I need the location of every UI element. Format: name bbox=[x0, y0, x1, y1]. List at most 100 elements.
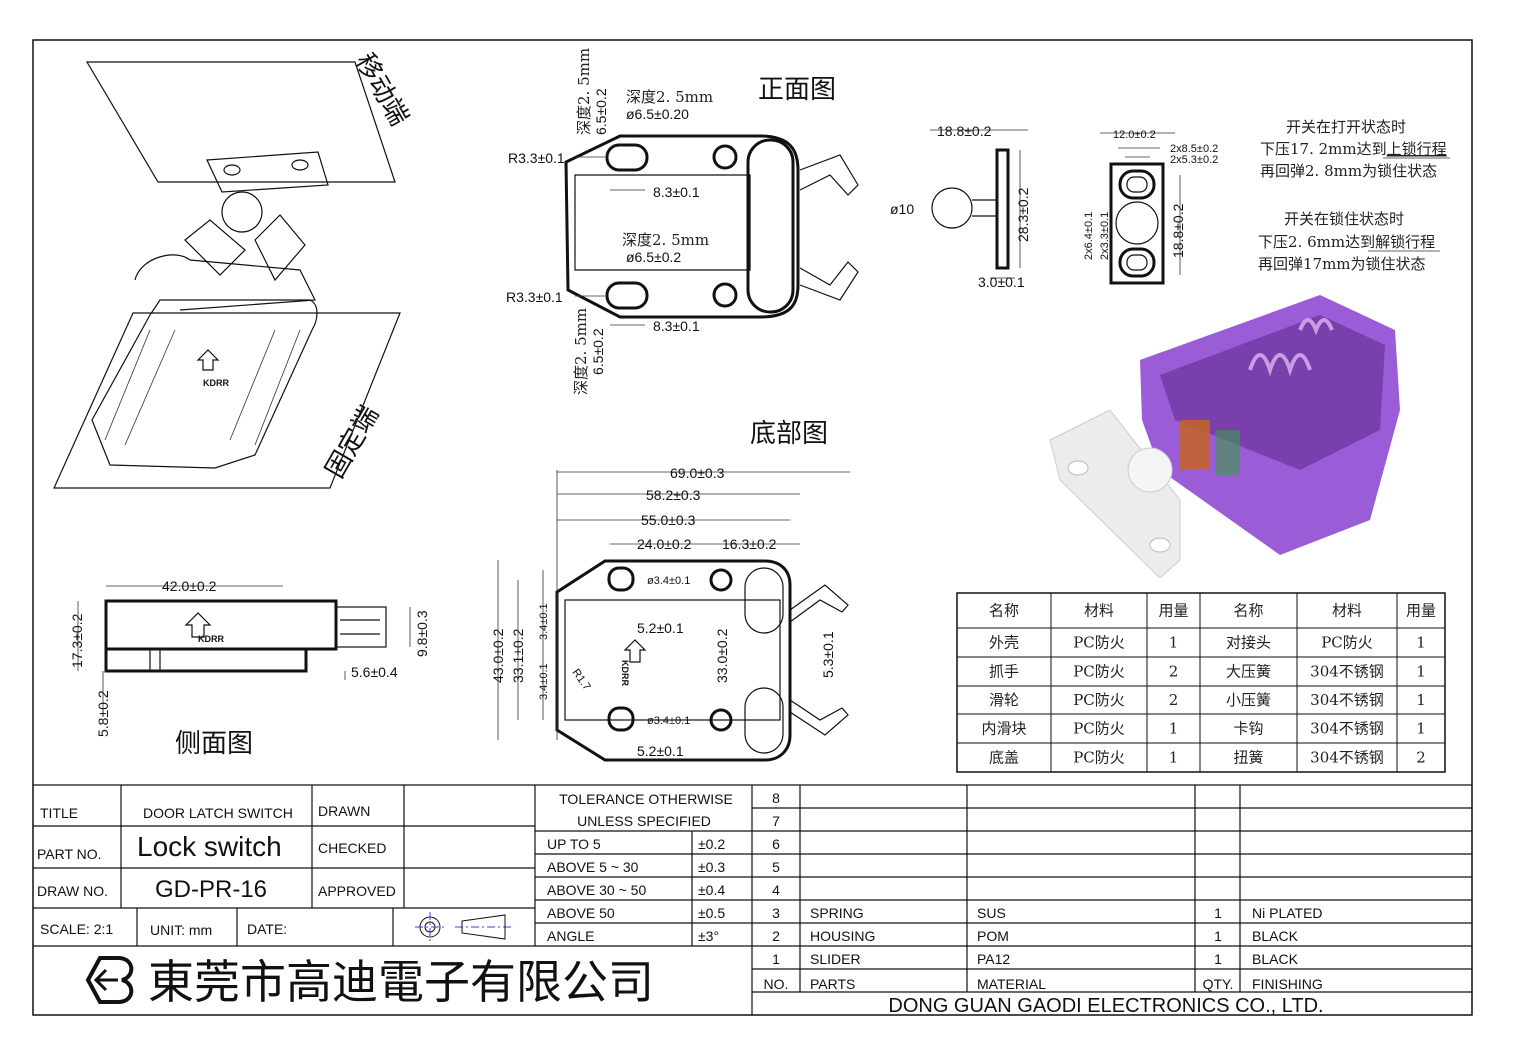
side-view: KDRR 42.0±0.2 17.3±0.2 5.8±0.2 9.8±0.3 5… bbox=[69, 578, 430, 759]
front-outline bbox=[564, 134, 800, 319]
parts-header: MATERIAL bbox=[977, 976, 1046, 992]
bom-cell: 2 bbox=[1416, 749, 1426, 767]
tolerance-value: ±0.5 bbox=[698, 905, 725, 921]
tolerance-row: UP TO 5±0.2 bbox=[547, 836, 725, 852]
bom-cell: PC防火 bbox=[1073, 663, 1125, 681]
parts-row: 8 bbox=[772, 790, 780, 806]
catch-ball-side bbox=[931, 187, 973, 229]
bom-cell: 1 bbox=[1416, 663, 1426, 681]
catch-plate-side bbox=[995, 148, 1010, 270]
svg-text:69.0±0.3: 69.0±0.3 bbox=[670, 465, 725, 481]
bom-cell: PC防火 bbox=[1321, 634, 1373, 652]
fixed-panel bbox=[53, 312, 401, 489]
parts-cell: BLACK bbox=[1252, 951, 1299, 967]
title-block: TITLE DOOR LATCH SWITCH PART NO. Lock sw… bbox=[33, 784, 1472, 1017]
svg-text:深度2. 5mm: 深度2. 5mm bbox=[626, 88, 713, 106]
moving-panel bbox=[85, 61, 396, 183]
parts-cell: Ni PLATED bbox=[1252, 905, 1323, 921]
svg-text:3.4±0.1: 3.4±0.1 bbox=[538, 663, 550, 700]
svg-text:12.0±0.2: 12.0±0.2 bbox=[1113, 129, 1156, 141]
kdrr-logo-icon bbox=[196, 349, 220, 371]
bom-cell: 滑轮 bbox=[989, 691, 1019, 709]
svg-text:6.5±0.2: 6.5±0.2 bbox=[590, 328, 606, 375]
parts-header: NO. bbox=[764, 976, 789, 992]
parts-cell: 1 bbox=[1214, 951, 1222, 967]
svg-text:UNLESS SPECIFIED: UNLESS SPECIFIED bbox=[577, 813, 711, 829]
round-hole bbox=[712, 282, 738, 308]
bom-cell: 扭簧 bbox=[1233, 749, 1263, 767]
svg-text:ø6.5±0.20: ø6.5±0.20 bbox=[626, 106, 689, 122]
svg-text:18.8±0.2: 18.8±0.2 bbox=[1170, 203, 1186, 258]
parts-row: 4 bbox=[772, 882, 780, 898]
svg-text:KDRR: KDRR bbox=[620, 660, 630, 686]
parts-cell: HOUSING bbox=[810, 928, 875, 944]
svg-text:ø6.5±0.2: ø6.5±0.2 bbox=[626, 249, 681, 265]
company-logo-icon bbox=[85, 956, 134, 1004]
svg-text:5.8±0.2: 5.8±0.2 bbox=[95, 690, 111, 737]
housing-body bbox=[91, 299, 318, 469]
tolerance-range: ABOVE 30 ~ 50 bbox=[547, 882, 646, 898]
side-view-title: 侧面图 bbox=[175, 729, 253, 759]
svg-text:ø10: ø10 bbox=[890, 201, 914, 217]
svg-text:33.0±0.2: 33.0±0.2 bbox=[714, 628, 730, 683]
operation-notes: 开关在打开状态时 下压17. 2mm达到上锁行程 再回弹2. 8mm为锁住状态 … bbox=[1258, 118, 1450, 273]
draw-no-label: DRAW NO. bbox=[37, 883, 108, 899]
parts-cell: 1 bbox=[1214, 905, 1222, 921]
part-no-label: PART NO. bbox=[37, 846, 102, 862]
parts-cell: 7 bbox=[772, 813, 780, 829]
catch-render bbox=[1049, 409, 1181, 579]
tolerance-row: ANGLE±3° bbox=[547, 928, 719, 944]
svg-text:43.0±0.2: 43.0±0.2 bbox=[490, 628, 506, 683]
tolerance-row: ABOVE 5 ~ 30±0.3 bbox=[547, 859, 725, 875]
tolerance-value: ±0.2 bbox=[698, 836, 725, 852]
bom-cell: 用量 bbox=[1406, 602, 1436, 620]
svg-text:ø3.4±0.1: ø3.4±0.1 bbox=[647, 575, 690, 587]
parts-header: PARTS bbox=[810, 976, 855, 992]
bom-cell: 底盖 bbox=[989, 749, 1019, 767]
svg-text:开关在打开状态时: 开关在打开状态时 bbox=[1286, 118, 1406, 136]
parts-row: 6 bbox=[772, 836, 780, 852]
catch-hole-icon bbox=[223, 164, 241, 176]
bom-cell: 卡钩 bbox=[1233, 720, 1263, 738]
svg-text:再回弹17mm为锁住状态: 再回弹17mm为锁住状态 bbox=[1258, 255, 1426, 273]
claw-arms bbox=[799, 154, 859, 301]
kdrr-logo-icon bbox=[184, 612, 212, 638]
drawn-label: DRAWN bbox=[318, 803, 370, 819]
bom-cell: PC防火 bbox=[1073, 749, 1125, 767]
bom-cell: 1 bbox=[1169, 634, 1179, 652]
kdrr-logo-icon bbox=[623, 639, 647, 663]
catch-plate bbox=[206, 151, 329, 193]
tolerance-range: ABOVE 50 bbox=[547, 905, 615, 921]
tolerance-value: ±3° bbox=[698, 928, 719, 944]
plate-view: 12.0±0.2 2x8.5±0.2 2x5.3±0.2 2x6.4±0.1 2… bbox=[1083, 129, 1218, 285]
bom-cell: 1 bbox=[1416, 720, 1426, 738]
iso-logo-text: KDRR bbox=[203, 378, 229, 388]
svg-text:ø3.4±0.1: ø3.4±0.1 bbox=[647, 715, 690, 727]
svg-text:R3.3±0.1: R3.3±0.1 bbox=[508, 150, 565, 166]
slot-hole bbox=[605, 281, 649, 310]
checked-label: CHECKED bbox=[318, 840, 386, 856]
approved-label: APPROVED bbox=[318, 883, 396, 899]
parts-cell: 1 bbox=[772, 951, 780, 967]
parts-cell: 3 bbox=[772, 905, 780, 921]
parts-cell: 1 bbox=[1214, 928, 1222, 944]
parts-cell: POM bbox=[977, 928, 1009, 944]
svg-text:5.6±0.4: 5.6±0.4 bbox=[351, 664, 398, 680]
svg-text:55.0±0.3: 55.0±0.3 bbox=[641, 512, 696, 528]
bom-cell: 用量 bbox=[1158, 602, 1188, 620]
slot-hole bbox=[605, 143, 649, 172]
claw-arms bbox=[789, 584, 849, 736]
bom-cell: 外壳 bbox=[989, 634, 1019, 652]
parts-cell: PA12 bbox=[977, 951, 1010, 967]
bom-cell: 内滑块 bbox=[981, 720, 1026, 738]
unit: UNIT: mm bbox=[150, 922, 212, 938]
housing-top bbox=[134, 254, 316, 311]
parts-row: 7 bbox=[772, 813, 780, 829]
svg-text:KDRR: KDRR bbox=[198, 634, 224, 644]
parts-cell: 4 bbox=[772, 882, 780, 898]
